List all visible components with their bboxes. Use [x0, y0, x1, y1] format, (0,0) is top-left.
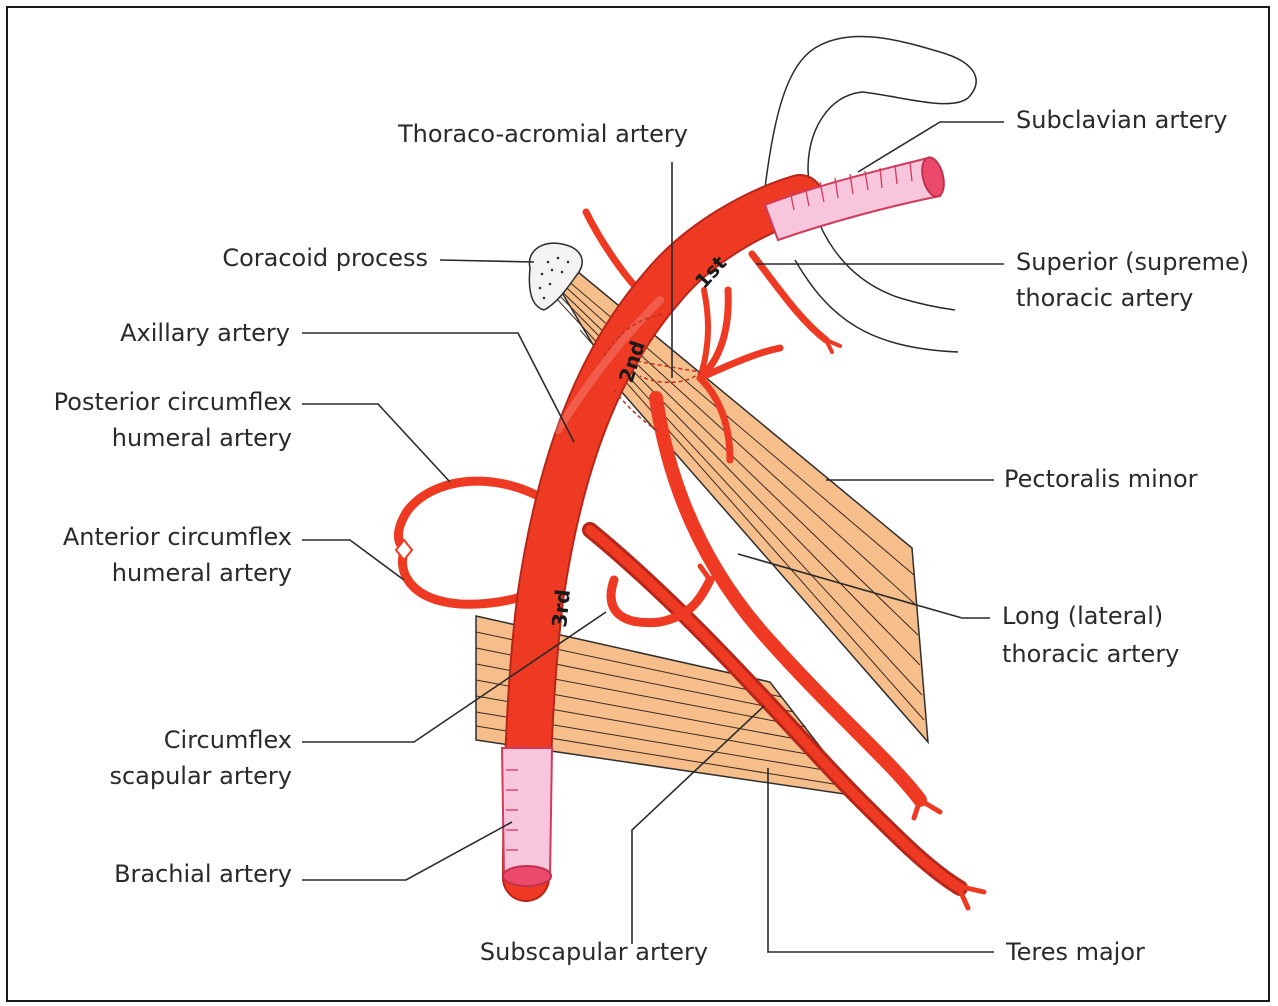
label-superior-2: thoracic artery: [1016, 284, 1193, 312]
third-part-label: 3rd: [547, 588, 575, 628]
label-pectoralis-minor: Pectoralis minor: [1004, 465, 1198, 493]
label-posterior-2: humeral artery: [112, 424, 292, 452]
label-thoraco-acromial: Thoraco-acromial artery: [397, 120, 688, 148]
leader-axillary: [302, 333, 574, 442]
label-teres-major: Teres major: [1005, 938, 1145, 966]
label-brachial: Brachial artery: [114, 860, 292, 888]
leader-anterior-circumflex: [302, 540, 404, 580]
brachial-artery-cut: [502, 748, 552, 886]
label-circumflex-scapular-2: scapular artery: [109, 762, 292, 790]
label-axillary: Axillary artery: [120, 319, 290, 347]
label-anterior-2: humeral artery: [112, 559, 292, 587]
label-coracoid: Coracoid process: [222, 244, 428, 272]
label-circumflex-scapular-1: Circumflex: [164, 726, 292, 754]
leader-posterior-circumflex: [302, 404, 450, 482]
subclavian-artery-cut: [765, 155, 948, 240]
label-long-thoracic-1: Long (lateral): [1002, 602, 1163, 630]
leader-teres-major: [768, 768, 994, 952]
leader-brachial: [302, 822, 512, 880]
label-posterior-1: Posterior circumflex: [54, 388, 292, 416]
label-long-thoracic-2: thoracic artery: [1002, 640, 1179, 668]
label-subclavian: Subclavian artery: [1016, 106, 1228, 134]
label-subscapular: Subscapular artery: [480, 938, 708, 966]
label-anterior-1: Anterior circumflex: [63, 523, 292, 551]
leader-coracoid: [440, 260, 534, 262]
label-superior-1: Superior (supreme): [1016, 248, 1249, 276]
